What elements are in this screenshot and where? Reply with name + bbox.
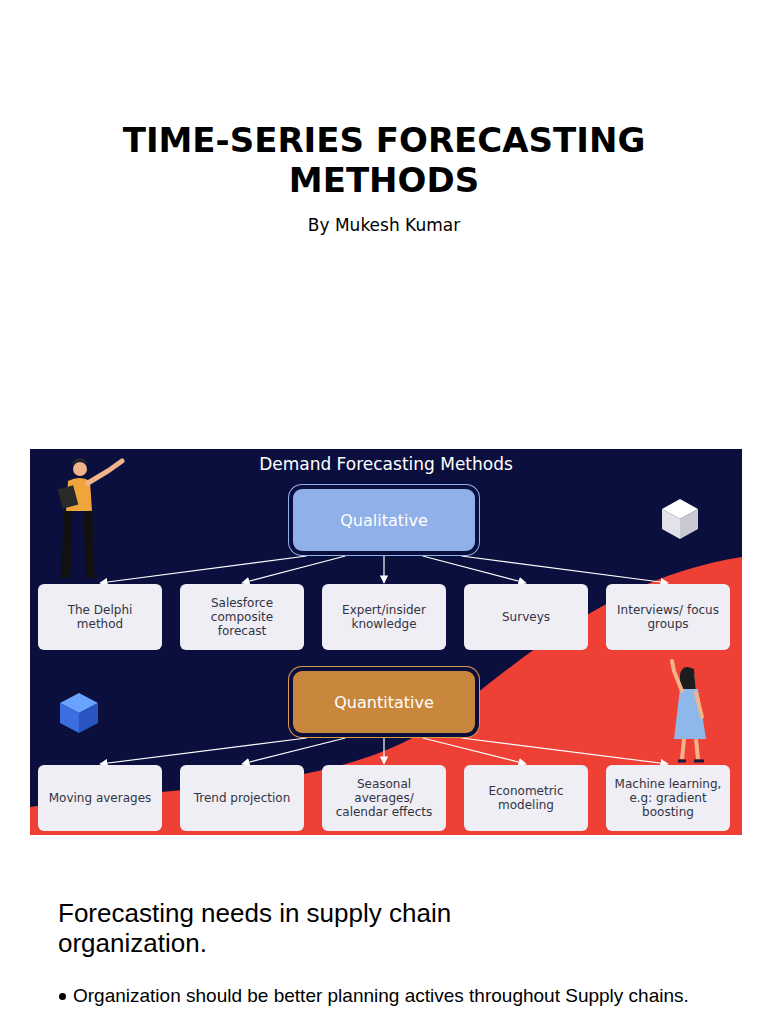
category-label: Quantitative	[334, 693, 434, 712]
connector-arrow	[100, 556, 307, 583]
method-label: The Delphi method	[46, 603, 154, 631]
method-label: Machine learning, e.g: gradient boosting	[614, 777, 722, 819]
method-label: Seasonal averages/ calendar effects	[330, 777, 438, 819]
panel-heading: Demand Forecasting Methods	[30, 454, 742, 474]
method-box: Salesforce composite forecast	[180, 584, 304, 650]
page-title: TIME-SERIES FORECASTING METHODS	[84, 120, 684, 200]
method-box: Machine learning, e.g: gradient boosting	[606, 765, 730, 831]
author-byline: By Mukesh Kumar	[184, 215, 584, 235]
bullet-dot	[59, 993, 66, 1000]
method-label: Surveys	[502, 610, 550, 624]
connector-arrow	[461, 738, 668, 764]
category-label: Qualitative	[340, 511, 428, 530]
connector-arrow	[242, 738, 345, 764]
connector-arrow	[383, 556, 384, 583]
method-box: Moving averages	[38, 765, 162, 831]
infographic-panel: Demand Forecasting Methods QualitativeTh…	[30, 449, 742, 835]
method-box: Expert/insider knowledge	[322, 584, 446, 650]
method-box: Interviews/ focus groups	[606, 584, 730, 650]
method-label: Interviews/ focus groups	[614, 603, 722, 631]
method-box: Surveys	[464, 584, 588, 650]
method-box: Seasonal averages/ calendar effects	[322, 765, 446, 831]
method-box: The Delphi method	[38, 584, 162, 650]
method-label: Econometric modeling	[472, 784, 580, 812]
method-label: Expert/insider knowledge	[330, 603, 438, 631]
connector-arrow	[100, 738, 307, 764]
section-heading: Forecasting needs in supply chain organi…	[58, 898, 578, 958]
connector-arrow	[242, 556, 345, 583]
method-label: Trend projection	[194, 791, 291, 805]
method-box: Trend projection	[180, 765, 304, 831]
method-label: Moving averages	[49, 791, 152, 805]
category-box: Quantitative	[293, 671, 475, 733]
connector-arrow	[423, 556, 526, 583]
method-label: Salesforce composite forecast	[188, 596, 296, 638]
connector-arrow	[383, 738, 384, 764]
category-box: Qualitative	[293, 489, 475, 551]
bullet-text: Organization should be better planning a…	[73, 984, 693, 1007]
connector-arrow	[423, 738, 526, 764]
method-box: Econometric modeling	[464, 765, 588, 831]
connector-arrow	[461, 556, 668, 583]
